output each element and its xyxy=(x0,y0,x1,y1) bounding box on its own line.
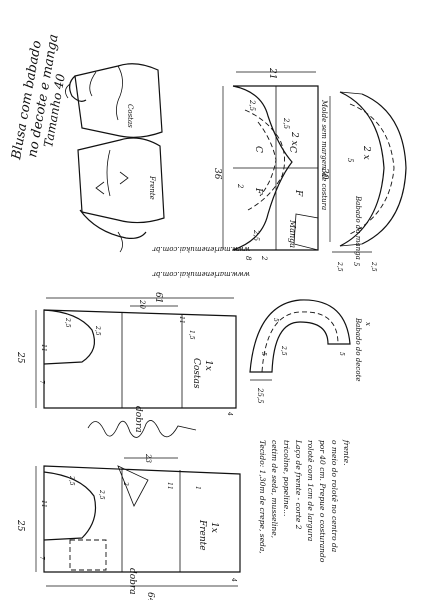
front-dim-width: 25 xyxy=(15,519,25,532)
sleeve-ruffle-dim-b: 2,5 xyxy=(336,261,343,272)
back-dim-length: 61 xyxy=(153,292,163,303)
sleeve-note: Molde sem margem de costura xyxy=(320,99,328,210)
website-url-1: www.marlenemukai.com.br xyxy=(152,245,250,253)
front-dim-e: 11 xyxy=(166,482,173,490)
front-dim-g: 4 xyxy=(230,577,237,582)
sleeve-ruffle-name: Babado da manga xyxy=(354,195,362,260)
materials-line-8: frente. xyxy=(342,439,351,465)
sleeve-ruffle-pattern xyxy=(329,91,407,253)
back-dim-f: 1,5 xyxy=(188,330,195,340)
front-pattern xyxy=(35,457,241,587)
materials-notes: Tecido: 1,30m de crepe, seda, cetim de s… xyxy=(258,439,351,563)
sleeve-dim-a: 2,5 xyxy=(248,99,256,112)
sleeve-qty: 2 x xyxy=(289,131,299,146)
garment-illustration xyxy=(65,63,165,253)
materials-line-3: tricoline, popeline... xyxy=(282,440,291,516)
website-url-2: www.marlenemukai.com.br xyxy=(152,270,250,278)
sleeve-dim-d: 2,5 xyxy=(252,229,260,242)
sleeve-ruffle-dim-length: 30 xyxy=(319,168,329,180)
sleeve-label-back: C xyxy=(287,146,297,153)
neck-ruffle-dim-a: 25,5 xyxy=(256,387,264,404)
materials-line-4: Laço de frente - corte 2 xyxy=(294,439,303,530)
neck-ruffle-qty: x xyxy=(364,322,372,326)
front-dim-b: 2,5 xyxy=(98,489,105,500)
back-dim-g: 4 xyxy=(226,411,233,416)
sleeve-dim-b: 2,5 xyxy=(282,117,290,130)
front-dim-h: 2 xyxy=(122,481,129,486)
sleeve-ruffle-dim-c: 2,5 xyxy=(370,261,377,272)
sleeve-label-front: F xyxy=(253,187,263,195)
front-dim-c: 7 xyxy=(38,556,45,560)
materials-line-6: por 40 cm. Prepue o costurando xyxy=(318,440,327,563)
neck-ruffle-dim-e: 5 xyxy=(338,352,345,356)
illustration-back-label: Costas xyxy=(126,104,134,128)
back-dim-shoulder: 20 xyxy=(138,299,146,309)
materials-line-7: o meio do rolotê no centro da xyxy=(330,440,339,552)
sleeve-dim-e: 8 xyxy=(244,256,252,261)
sleeve-pattern xyxy=(222,71,319,251)
back-name: Costas xyxy=(191,358,201,389)
back-dim-a: 2,5 xyxy=(64,317,71,328)
back-dim-e: 11 xyxy=(178,316,185,324)
title-block: Blusa com babado no decote e manga Taman… xyxy=(9,33,68,162)
materials-line-5: rolotê com 1cm de largura xyxy=(306,440,315,541)
neck-ruffle-dim-c: 2,5 xyxy=(280,345,287,356)
back-fold: dobra xyxy=(133,406,143,433)
front-dim-length: 64 xyxy=(145,592,155,600)
back-dim-c: 11 xyxy=(40,344,47,352)
back-qty: 1x xyxy=(203,360,213,371)
signature-mark xyxy=(87,420,197,438)
front-qty: 1x xyxy=(209,522,219,533)
sleeve-ruffle-dim-a: 5 xyxy=(352,262,360,267)
front-name: Frente xyxy=(197,519,207,551)
materials-line-1: Tecido: 1,30m de crepe, seda, xyxy=(258,440,267,554)
sleeve-dim-c: 2 xyxy=(236,183,244,189)
sleeve-ruffle-dim-height: 5 xyxy=(346,158,354,163)
back-dim-d: 7 xyxy=(38,380,45,384)
front-dim-d: 11 xyxy=(40,500,47,508)
neck-ruffle-pattern xyxy=(249,299,351,381)
materials-line-2: cetim de seda, musseline, xyxy=(270,440,279,538)
front-fold: dobra xyxy=(127,568,137,595)
front-dim-shoulder: 23 xyxy=(144,453,152,463)
sleeve-name: Manga xyxy=(288,219,297,248)
neck-ruffle-dim-d: 5 xyxy=(260,352,267,356)
back-pattern xyxy=(35,297,237,409)
sleeve-label-center: C xyxy=(253,146,263,153)
neck-ruffle-dim-b: 5 xyxy=(272,318,279,322)
back-dim-width: 25 xyxy=(15,351,25,364)
back-dim-b: 2,5 xyxy=(94,325,101,336)
sleeve-dim-width: 36 xyxy=(212,168,222,180)
front-dim-a: 2,5 xyxy=(68,475,75,486)
front-dim-f: 1 xyxy=(194,486,201,490)
neck-ruffle-name: Babado do decote xyxy=(354,317,362,382)
sleeve-ruffle-qty: 2 x xyxy=(361,145,371,160)
sleeve-dim-height: 21 xyxy=(267,67,277,79)
sleeve-dim-f: 2 xyxy=(260,255,268,261)
sleeve-label-mirror: F xyxy=(293,189,303,197)
illustration-front-label: Frente xyxy=(148,175,156,200)
